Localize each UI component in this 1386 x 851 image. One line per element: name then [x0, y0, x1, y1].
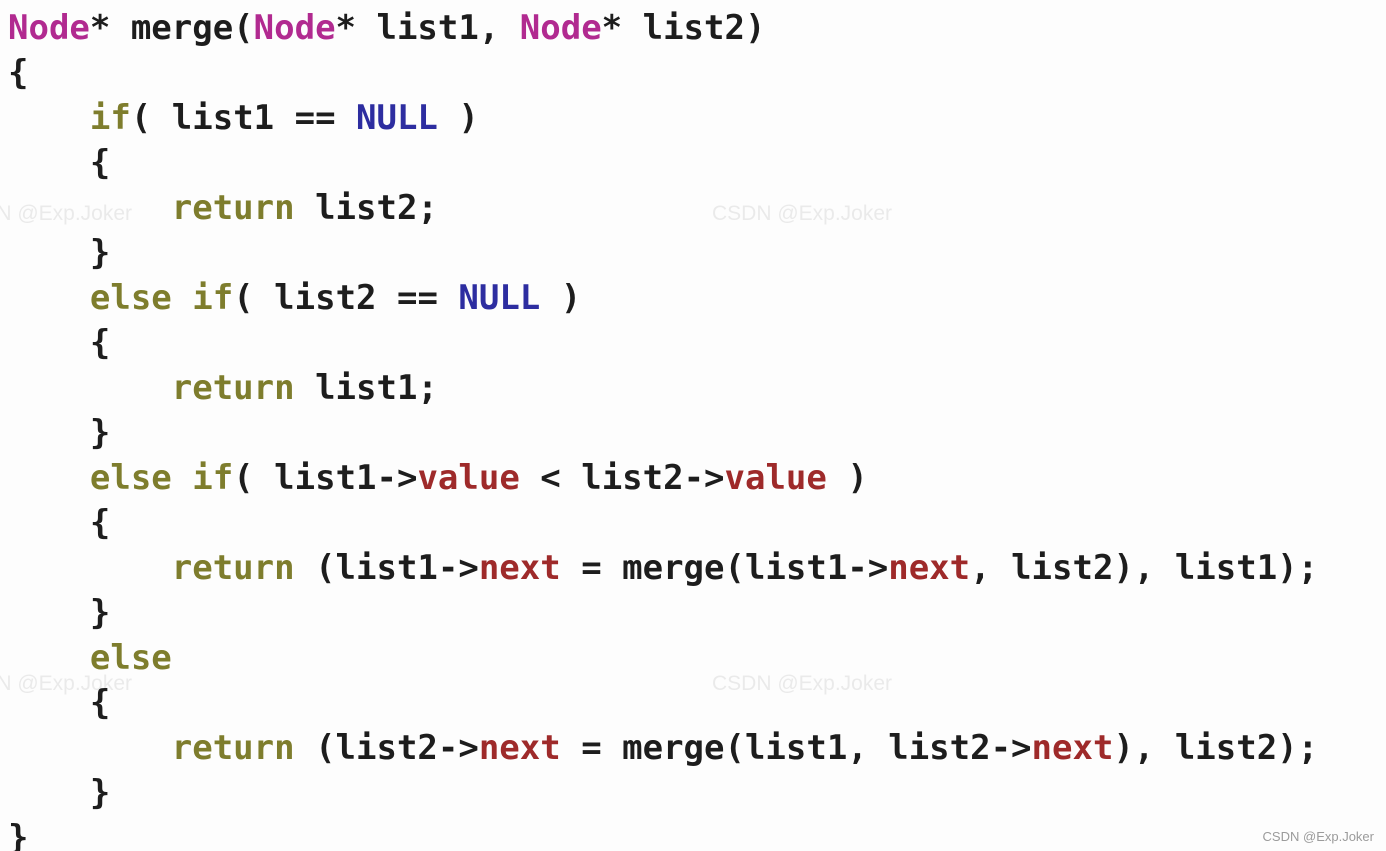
code-token-member: next [888, 548, 971, 588]
code-line: return list1; [8, 366, 1318, 411]
code-token-plain: } [8, 773, 111, 813]
code-token-plain: * list1, [335, 8, 520, 48]
code-token-plain [8, 278, 90, 318]
code-token-plain [8, 458, 90, 498]
code-line: { [8, 321, 1318, 366]
code-token-member: next [1031, 728, 1114, 768]
code-token-plain: } [8, 233, 111, 273]
code-token-plain [8, 548, 172, 588]
code-line: { [8, 51, 1318, 96]
code-line: } [8, 771, 1318, 816]
code-token-keyword: return [171, 368, 295, 408]
code-token-null: NULL [356, 98, 438, 138]
code-token-plain [8, 638, 90, 678]
code-token-null: NULL [458, 278, 541, 318]
code-token-plain: { [8, 53, 29, 93]
code-token-type: Node [8, 8, 90, 48]
code-token-keyword: else [89, 638, 172, 678]
code-token-plain: (list1-> [294, 548, 479, 588]
code-line: } [8, 816, 1318, 851]
code-token-plain: * list2) [601, 8, 766, 48]
code-token-member: next [478, 728, 561, 768]
code-token-plain: ( list1-> [233, 458, 418, 498]
watermark: CSDN @Exp.Joker [1262, 829, 1374, 844]
code-token-plain: { [8, 323, 111, 363]
code-token-type: Node [253, 8, 336, 48]
code-token-plain [172, 458, 192, 498]
code-line: { [8, 681, 1318, 726]
code-token-type: Node [519, 8, 602, 48]
code-line: return (list1->next = merge(list1->next,… [8, 546, 1318, 591]
code-token-keyword: if [192, 278, 234, 318]
code-line: Node* merge(Node* list1, Node* list2) [8, 6, 1318, 51]
code-line: { [8, 501, 1318, 546]
code-token-plain: (list2-> [294, 728, 479, 768]
code-token-keyword: if [89, 98, 131, 138]
code-line: else [8, 636, 1318, 681]
code-line: if( list1 == NULL ) [8, 96, 1318, 141]
code-token-plain: } [8, 413, 111, 453]
code-token-plain [8, 368, 172, 408]
code-line: } [8, 231, 1318, 276]
code-token-keyword: return [171, 728, 295, 768]
code-token-keyword: else [89, 458, 172, 498]
code-token-plain: } [8, 818, 29, 851]
code-line: } [8, 591, 1318, 636]
code-token-plain [8, 728, 172, 768]
code-token-plain: { [8, 143, 111, 183]
code-token-member: value [417, 458, 520, 498]
code-token-plain: { [8, 503, 111, 543]
code-line: } [8, 411, 1318, 456]
code-token-plain: ( list1 == [130, 98, 357, 138]
code-token-plain: list2; [294, 188, 438, 228]
code-token-plain: } [8, 593, 111, 633]
code-line: else if( list2 == NULL ) [8, 276, 1318, 321]
code-token-plain: , list2), list1); [970, 548, 1319, 588]
code-token-member: value [724, 458, 827, 498]
code-token-plain: ) [826, 458, 868, 498]
code-token-plain [8, 98, 90, 138]
code-line: return (list2->next = merge(list1, list2… [8, 726, 1318, 771]
code-block: Node* merge(Node* list1, Node* list2){ i… [8, 6, 1318, 851]
code-token-plain: list1; [294, 368, 438, 408]
code-token-plain [8, 188, 172, 228]
code-token-keyword: if [192, 458, 234, 498]
code-token-plain: * merge( [89, 8, 254, 48]
code-token-plain: = merge(list1, list2-> [560, 728, 1032, 768]
code-token-keyword: else [89, 278, 172, 318]
code-token-keyword: return [171, 188, 295, 228]
code-line: { [8, 141, 1318, 186]
code-token-plain: < list2-> [519, 458, 725, 498]
code-token-plain: = merge(list1-> [560, 548, 889, 588]
code-line: return list2; [8, 186, 1318, 231]
code-line: else if( list1->value < list2->value ) [8, 456, 1318, 501]
code-token-plain: ) [540, 278, 582, 318]
code-token-plain: ( list2 == [233, 278, 459, 318]
code-token-keyword: return [171, 548, 295, 588]
code-token-plain: ), list2); [1113, 728, 1319, 768]
code-token-plain [172, 278, 192, 318]
code-token-plain: ) [437, 98, 479, 138]
code-token-member: next [478, 548, 561, 588]
code-token-plain: { [8, 683, 111, 723]
